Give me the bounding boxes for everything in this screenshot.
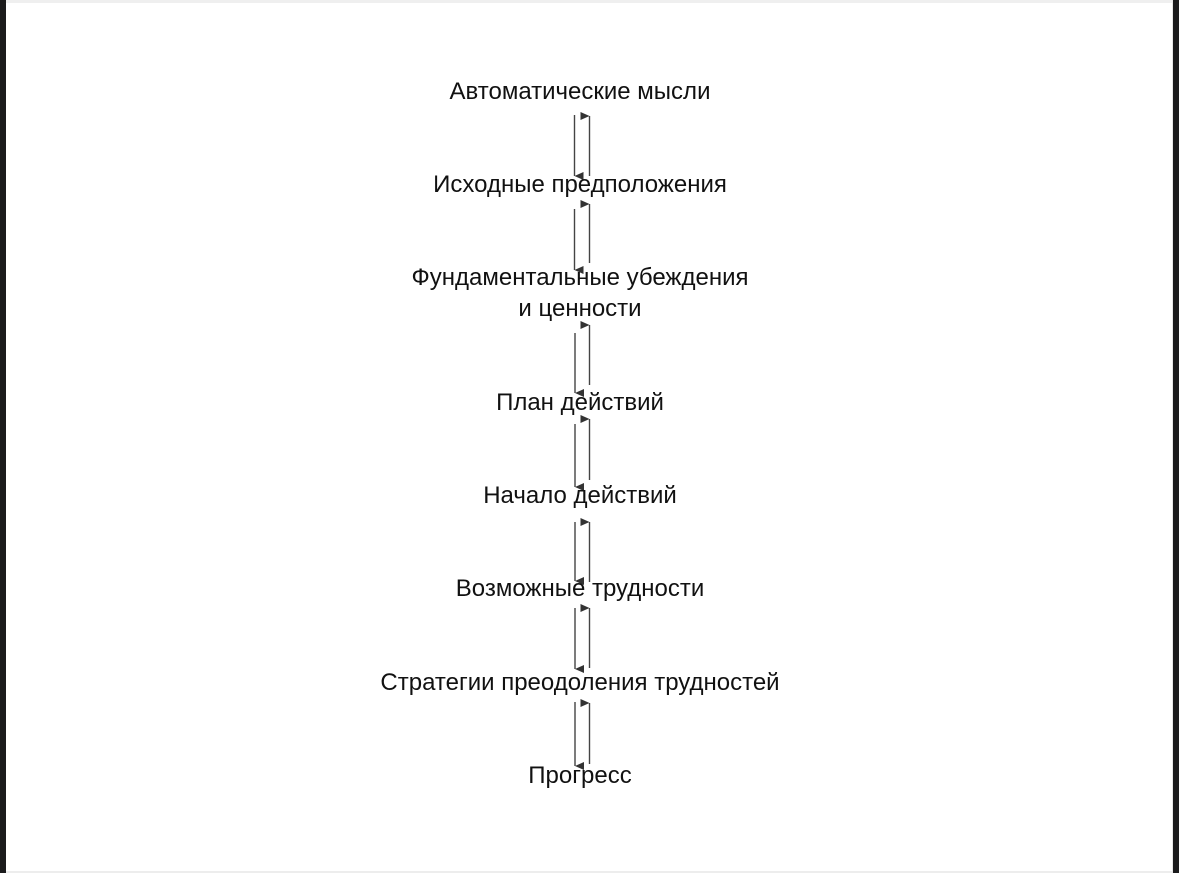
node-initial-assumptions: Исходные предположения (433, 171, 727, 198)
edge-arrows-1-2 (573, 112, 591, 180)
edge-arrows-2-3 (573, 200, 591, 274)
edge-arrows-7-8 (574, 699, 591, 770)
node-automatic-thoughts: Автоматические мысли (449, 78, 711, 105)
node-action-plan: План действий (496, 389, 664, 416)
node-start-action: Начало действий (483, 482, 677, 509)
node-possible-difficulties: Возможные трудности (455, 575, 705, 602)
page-frame: Автоматические мысли Исходные предположе… (6, 0, 1173, 873)
edge-arrows-3-4 (574, 321, 591, 397)
node-coping-strategies: Стратегии преодоления трудностей (380, 669, 780, 696)
bottom-edge-strip (6, 871, 1172, 873)
node-progress: Прогресс (528, 762, 632, 789)
edge-arrows-4-5 (574, 415, 591, 491)
edge-arrows-6-7 (574, 604, 591, 673)
node-core-beliefs-values: Фундаментальные убеждения и ценности (411, 264, 749, 322)
top-edge-strip (6, 0, 1172, 3)
